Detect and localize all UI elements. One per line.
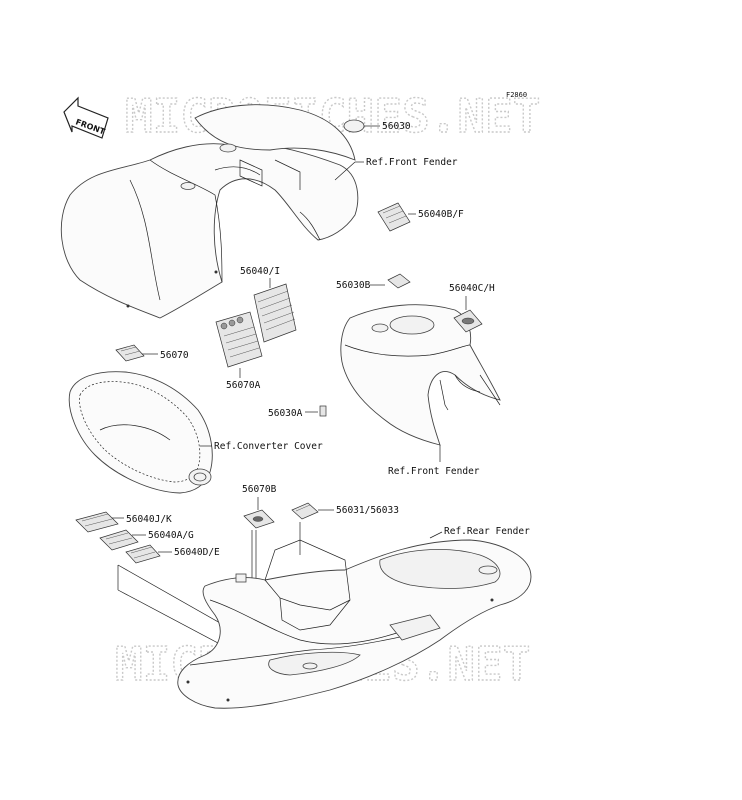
sticker-56040bf	[377, 202, 411, 232]
sticker-56031-56033	[291, 502, 319, 520]
label-56040ag: 56040A/G	[148, 530, 194, 541]
label-56040i: 56040/I	[240, 266, 280, 277]
label-56070b: 56070B	[242, 484, 277, 495]
sticker-56070b	[243, 509, 275, 529]
diagram-code: F2860	[506, 91, 527, 99]
label-ref-front-fender-mid: Ref.Front Fender	[388, 466, 480, 477]
front-fender-top	[60, 104, 359, 319]
label-ref-converter-cover: Ref.Converter Cover	[214, 441, 323, 452]
sticker-56030b	[387, 273, 411, 289]
label-56031-56033: 56031/56033	[336, 505, 399, 516]
label-56040bf: 56040B/F	[418, 209, 464, 220]
label-56070a: 56070A	[226, 380, 261, 391]
front-fender-middle	[340, 304, 501, 446]
label-56030: 56030	[382, 121, 411, 132]
sticker-56070	[115, 344, 145, 362]
washer-56030	[343, 119, 365, 133]
sticker-56040ag	[99, 529, 139, 551]
sticker-56040de	[125, 544, 161, 564]
label-56040ch: 56040C/H	[449, 283, 495, 294]
label-56030b: 56030B	[336, 280, 371, 291]
label-56070: 56070	[160, 350, 189, 361]
rear-fender	[177, 539, 532, 709]
sticker-56040ch	[453, 309, 483, 333]
label-56040de: 56040D/E	[174, 547, 220, 558]
label-ref-front-fender-top: Ref.Front Fender	[366, 157, 458, 168]
converter-cover	[68, 371, 213, 494]
label-56040jk: 56040J/K	[126, 514, 172, 525]
sticker-56040i	[253, 283, 297, 343]
sticker-56040jk	[75, 511, 119, 533]
sticker-56070a	[215, 311, 263, 368]
front-arrow-icon: FRONT	[63, 96, 109, 139]
sticker-56030a	[319, 405, 327, 417]
label-56030a: 56030A	[268, 408, 303, 419]
label-ref-rear-fender: Ref.Rear Fender	[444, 526, 530, 537]
